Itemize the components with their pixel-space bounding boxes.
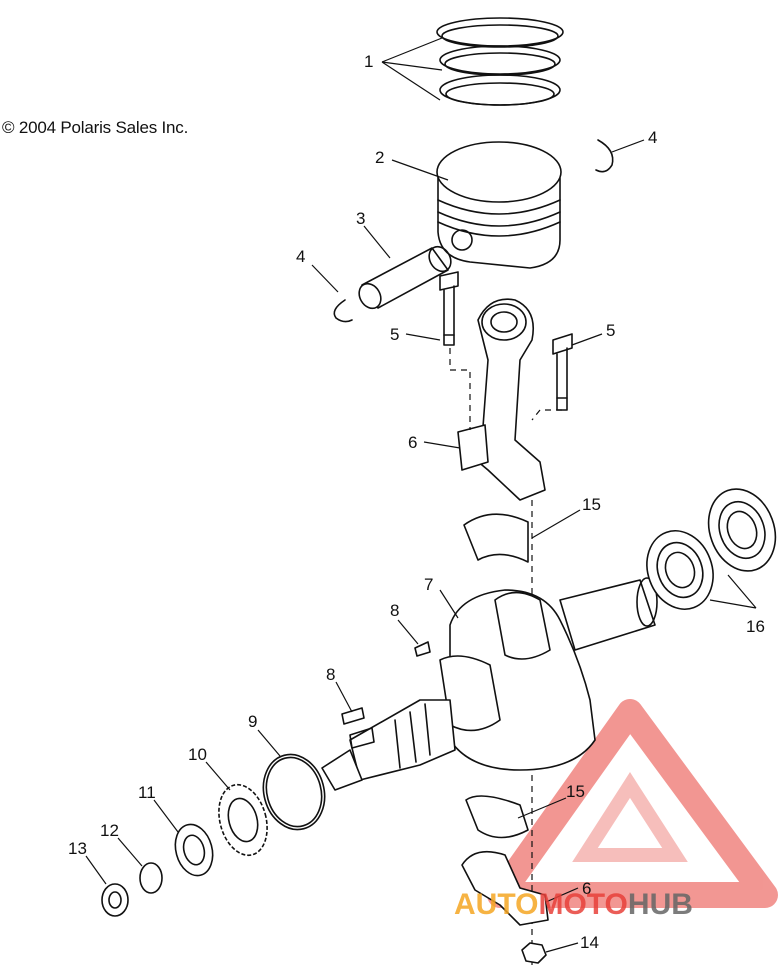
rod-bolt-left [439,271,459,346]
callout-6-lower: 6 [582,879,591,898]
callout-9: 9 [248,712,257,731]
callout-5-left: 5 [390,325,399,344]
watermark-text: AUTOMOTOHUB [454,888,693,921]
connecting-rod [457,298,546,501]
timing-gear [218,783,268,857]
crank-nut-large [174,823,214,877]
washer [139,862,163,894]
woodruff-key-upper [414,641,431,657]
o-ring [262,753,326,831]
watermark-moto: MOTO [538,888,627,921]
woodruff-key-lower [341,707,365,725]
main-bearing-left [646,530,714,610]
callout-1: 1 [364,52,373,71]
callout-8-upper: 8 [390,601,399,620]
main-bearing-right [707,488,777,572]
callout-13: 13 [68,839,87,858]
crankshaft [321,577,658,791]
circlip-left [333,299,353,323]
leader-lines [85,37,757,953]
callout-2: 2 [375,148,384,167]
rod-cap [461,850,549,926]
bearing-shell-upper [463,513,529,563]
rod-nut [521,942,547,964]
watermark-logo [487,699,778,908]
callout-5-right: 5 [606,321,615,340]
callout-7: 7 [424,575,433,594]
callout-11: 11 [138,783,156,802]
piston-pin [358,245,452,310]
callout-12: 12 [100,821,119,840]
callout-14: 14 [580,933,599,952]
bearing-shell-lower [465,795,529,839]
watermark-auto: AUTO [454,888,538,921]
callout-3: 3 [356,209,365,228]
callout-15-upper: 15 [582,495,601,514]
callout-6-upper: 6 [408,433,417,452]
piston-rings [436,17,564,106]
callout-10: 10 [188,745,207,764]
crank-nut-small [101,883,129,917]
callout-4-lower: 4 [296,247,305,266]
rod-bolt-right [552,333,573,411]
svg-text:AUTOMOTOHUB: AUTOMOTOHUB [454,888,693,921]
callout-8-lower: 8 [326,665,335,684]
watermark-hub: HUB [628,888,693,921]
callout-4-upper: 4 [648,128,657,147]
callout-15-lower: 15 [566,782,585,801]
callout-labels: 1 2 3 4 4 5 5 6 6 7 8 8 9 10 11 12 13 14… [68,52,765,952]
piston [436,141,562,269]
callout-16: 16 [746,617,765,636]
copyright-notice: © 2004 Polaris Sales Inc. [2,118,189,137]
circlip-right [595,139,614,173]
